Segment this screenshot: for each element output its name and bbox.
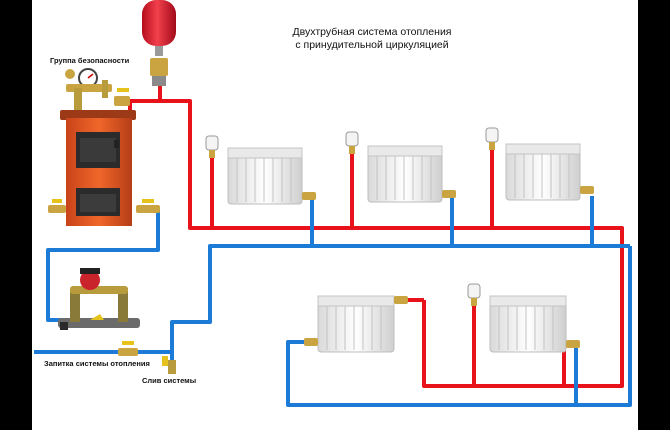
return-valve-2 <box>442 190 456 198</box>
diagram-title: Двухтрубная система отопления с принудит… <box>272 26 472 52</box>
feed-valve <box>118 341 138 356</box>
radiator-2 <box>367 145 443 203</box>
drain-valve <box>162 356 176 374</box>
return-valve-3 <box>580 186 594 194</box>
return-main <box>286 246 632 407</box>
valve-4-return <box>304 338 318 346</box>
label-safety-group: Группа безопасности <box>50 56 130 65</box>
thermostat-valve-1 <box>205 135 219 158</box>
label-drain: Слив системы <box>142 376 197 385</box>
supply-pipes <box>128 60 624 388</box>
supply-main <box>130 99 624 388</box>
boiler <box>60 110 136 226</box>
pump-bypass <box>58 268 140 330</box>
title-line-1: Двухтрубная система отопления <box>292 26 452 38</box>
label-feed: Запитка системы отопления <box>44 359 150 368</box>
radiator-3 <box>505 143 581 201</box>
boiler-valves <box>48 199 160 213</box>
return-valve-1 <box>302 192 316 200</box>
expansion-tank <box>142 0 176 86</box>
heating-schematic <box>34 0 632 407</box>
valve-5-return <box>566 340 580 348</box>
circulation-pump <box>80 270 100 290</box>
title-line-2: с принудительной циркуляцией <box>295 39 449 51</box>
diagram-frame: Двухтрубная система отопления с принудит… <box>32 0 638 430</box>
thermostat-valve-5 <box>467 283 481 306</box>
valve-4-supply <box>394 296 408 304</box>
safety-group <box>65 68 112 112</box>
radiator-4 <box>317 295 395 353</box>
radiator-5 <box>489 295 567 353</box>
return-pump-loop <box>46 210 160 322</box>
ball-valve-top <box>114 88 130 106</box>
thermostat-valve-3 <box>485 127 499 150</box>
thermostat-valve-2 <box>345 131 359 154</box>
return-top-run <box>170 244 630 372</box>
radiator-1 <box>227 147 303 205</box>
return-pipes <box>34 196 632 407</box>
